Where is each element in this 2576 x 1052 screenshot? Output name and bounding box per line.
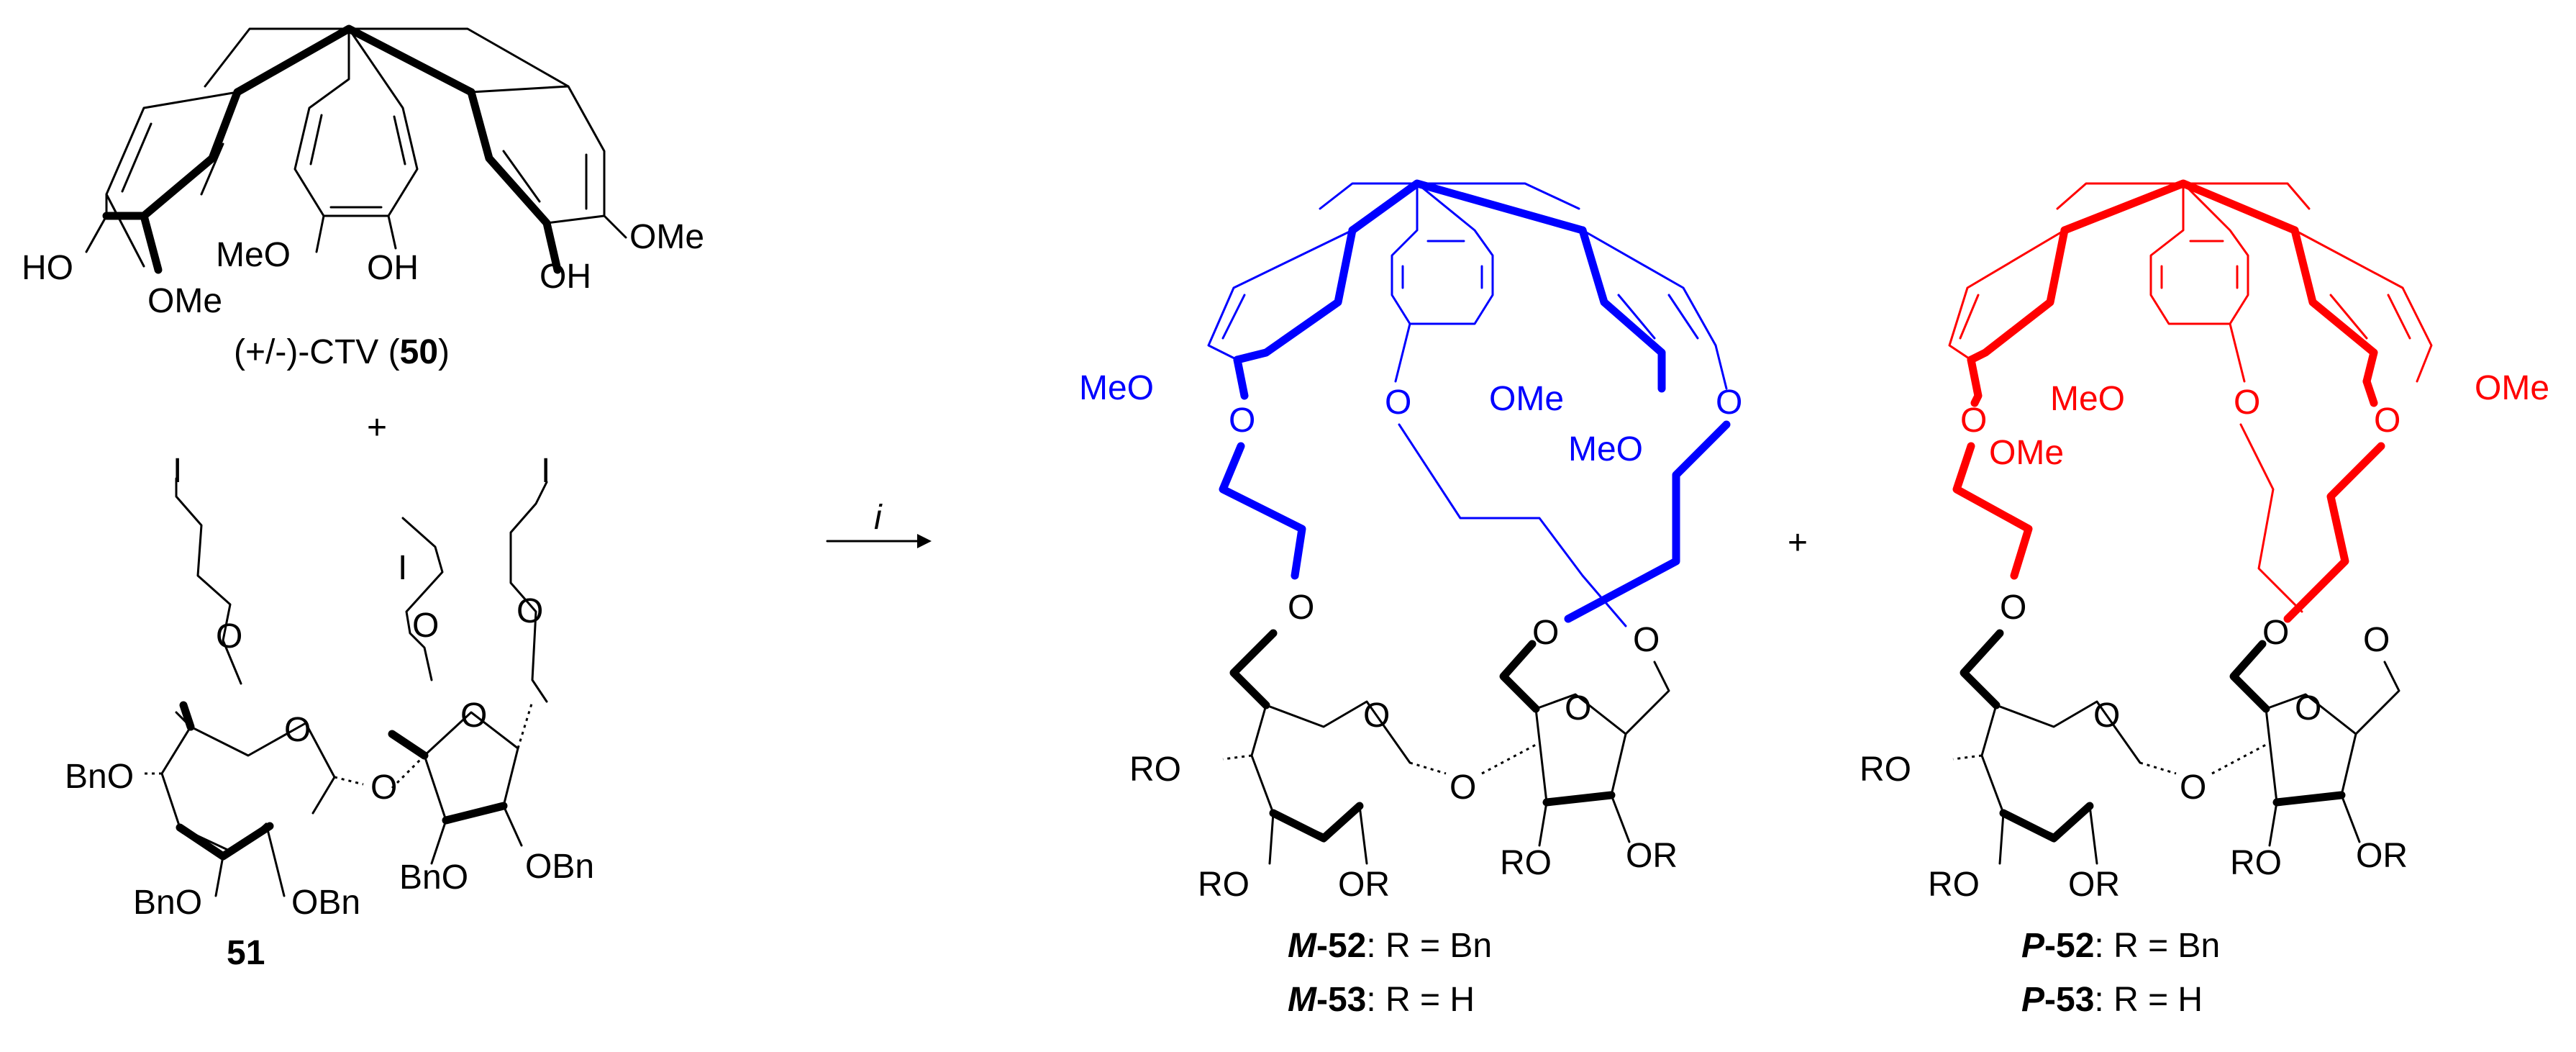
sucrose-bno-fru4: BnO <box>399 858 468 897</box>
sucrose-i1: I <box>173 452 182 490</box>
plus-right: + <box>1788 524 1808 562</box>
m-o-ring-fru: O <box>1565 689 1591 727</box>
ctv-label-close: ) <box>438 333 450 371</box>
ctv-oh-right: OH <box>540 258 591 296</box>
m-o-link2: O <box>1532 614 1559 652</box>
m-ro-3: RO <box>1198 866 1250 904</box>
sucrose-o-chain1: O <box>216 617 242 656</box>
m-o-glyco: O <box>1449 768 1476 807</box>
p-o-link2: O <box>2262 614 2289 652</box>
p-o-ring-fru: O <box>2295 689 2321 727</box>
m-label-53-bold: M <box>1288 981 1317 1019</box>
m-o-ring-glc: O <box>1363 697 1390 735</box>
sucrose-o-ring-glc: O <box>284 711 311 749</box>
sucrose-bno-4: BnO <box>65 758 134 796</box>
sucrose-obn-fru3: OBn <box>525 848 594 886</box>
ctv-meo-mid: MeO <box>216 236 291 274</box>
ctv-structure <box>85 24 627 274</box>
ctv-ome-right: OMe <box>629 218 704 256</box>
m-ro-4: RO <box>1129 751 1181 789</box>
p-label-53-rest: : R = H <box>2094 981 2203 1019</box>
ctv-ho-left: HO <box>22 249 73 287</box>
arrowhead <box>917 534 932 548</box>
p-o-mid: O <box>2234 384 2260 422</box>
m-label-53-num: -53 <box>1316 981 1366 1019</box>
p-ro-3: RO <box>1928 866 1980 904</box>
ctv-oh-mid: OH <box>367 249 419 287</box>
m-o-link3: O <box>1633 621 1660 659</box>
m-o-left: O <box>1229 402 1255 440</box>
m-ro-fru: RO <box>1500 844 1552 882</box>
ctv-ome-left: OMe <box>147 282 222 320</box>
sucrose-o-chain3: O <box>516 592 543 630</box>
ctv-label: (+/-)-CTV (50) <box>234 333 450 371</box>
sucrose-o-glyco: O <box>370 768 397 807</box>
m-label-52-num: -52 <box>1316 927 1366 965</box>
sucrose-bno-3: BnO <box>133 884 202 922</box>
sucrose-o-chain2: O <box>412 607 439 645</box>
p-label-53-bold: P <box>2021 981 2045 1019</box>
p-label-53-num: -53 <box>2044 981 2094 1019</box>
p-ome-left: OMe <box>1989 434 2064 472</box>
m-o-right: O <box>1716 384 1742 422</box>
m-label-53-rest: : R = H <box>1366 981 1475 1019</box>
p-o-left: O <box>1960 402 1987 440</box>
sucrose-i2: I <box>398 549 407 587</box>
sucrose-label: 51 <box>227 934 265 972</box>
p-meo-mid: MeO <box>2050 380 2125 418</box>
product-p-cage <box>1948 179 2433 865</box>
m-or-2: OR <box>1338 866 1390 904</box>
p-or-fru: OR <box>2356 837 2408 875</box>
sucrose-obn-2: OBn <box>291 884 360 922</box>
ctv-label-num: 50 <box>400 333 438 371</box>
m-label-52: M-52: R = Bn <box>1288 927 1492 965</box>
p-o-link1: O <box>2000 589 2026 627</box>
p-o-link3: O <box>2363 621 2390 659</box>
m-label-52-rest: : R = Bn <box>1366 927 1492 965</box>
m-o-mid: O <box>1385 384 1411 422</box>
p-label-53: P-53: R = H <box>2021 981 2203 1019</box>
plus-left: + <box>367 409 387 447</box>
p-o-right: O <box>2374 402 2400 440</box>
m-meo-right: MeO <box>1568 430 1643 468</box>
reagent-label: i <box>874 499 883 537</box>
p-label-52-rest: : R = Bn <box>2094 927 2220 965</box>
p-ro-fru: RO <box>2230 844 2282 882</box>
sucrose-structure <box>140 477 548 897</box>
p-o-ring-glc: O <box>2093 697 2120 735</box>
m-o-link1: O <box>1288 589 1314 627</box>
p-or-2: OR <box>2068 866 2120 904</box>
m-label-53: M-53: R = H <box>1288 981 1475 1019</box>
p-label-52-bold: P <box>2021 927 2045 965</box>
m-meo-left: MeO <box>1079 369 1154 407</box>
sucrose-i3: I <box>541 452 550 490</box>
p-ro-4: RO <box>1860 751 1911 789</box>
p-label-52-num: -52 <box>2044 927 2094 965</box>
sucrose-o-ring-fru: O <box>460 697 487 735</box>
product-m-cage <box>1207 179 1731 865</box>
m-ome-mid: OMe <box>1489 380 1564 418</box>
p-ome-right: OMe <box>2475 369 2549 407</box>
ctv-label-main: (+/-)-CTV ( <box>234 333 400 371</box>
p-label-52: P-52: R = Bn <box>2021 927 2220 965</box>
m-or-fru: OR <box>1626 837 1678 875</box>
m-label-52-bold: M <box>1288 927 1317 965</box>
p-o-glyco: O <box>2180 768 2206 807</box>
